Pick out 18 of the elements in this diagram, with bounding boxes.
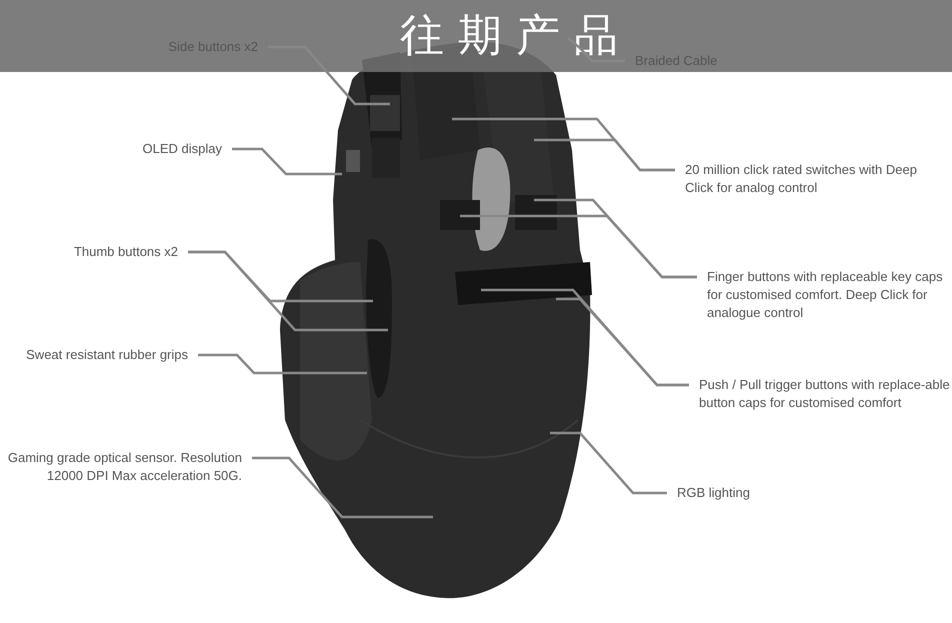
- leader-line: [188, 250, 388, 332]
- callout-label: Thumb buttons x2: [38, 243, 178, 261]
- leader-line: [232, 148, 342, 176]
- callout-label: RGB lighting: [677, 484, 817, 502]
- leader-line: [534, 138, 675, 172]
- leader-line: [550, 432, 667, 494]
- callout-label: 20 million click rated switches with Deep Click for analog control: [685, 161, 925, 197]
- callout-label: Finger buttons with replaceable key caps for customised comfort. Deep Click for analogue control: [707, 268, 952, 322]
- callout-label: Push / Pull trigger buttons with replace-able button caps for customised comfort: [699, 376, 952, 412]
- callout-label: Sweat resistant rubber grips: [0, 346, 188, 364]
- leader-line: [252, 456, 433, 518]
- leader-line: [460, 214, 697, 278]
- leader-line: [556, 298, 689, 386]
- leader-line: [268, 46, 390, 106]
- callout-label: Gaming grade optical sensor. Resolution 12000 DPI Max acceleration 50G.: [0, 449, 242, 485]
- leader-line: [198, 354, 367, 374]
- title: 往期产品: [399, 9, 632, 63]
- callout-label: OLED display: [82, 140, 222, 158]
